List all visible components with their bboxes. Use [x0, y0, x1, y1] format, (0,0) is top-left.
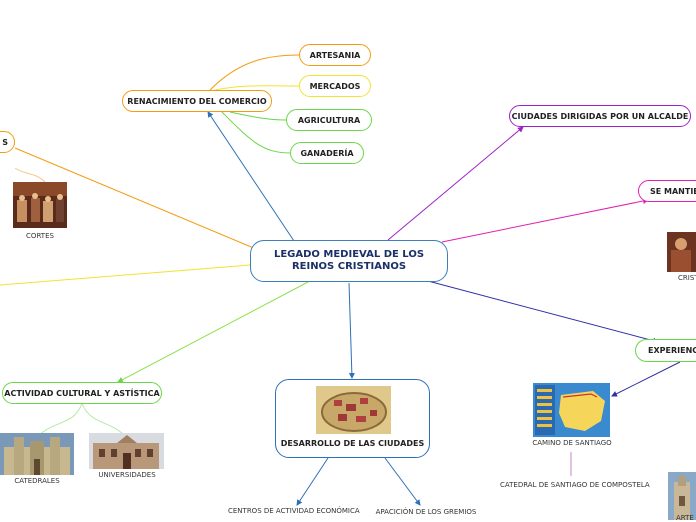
topic-ciudades-alcalde[interactable]: CIUDADES DIRIGIDAS POR UN ALCALDE	[509, 105, 691, 127]
connector-gremios	[384, 457, 421, 506]
connector-central-left-orange	[14, 147, 269, 255]
connector-cortes	[14, 167, 46, 183]
subtopic-mercados[interactable]: MERCADOS	[299, 75, 371, 97]
ciudad-medieval-image	[316, 386, 391, 434]
connector-camino	[611, 361, 681, 397]
catedral-santiago-caption: CATEDRAL DE SANTIAGO DE COMPOSTELA	[500, 481, 650, 489]
catedrales-caption: CATEDRALES	[14, 477, 60, 485]
connector-central-experiencia	[427, 280, 659, 344]
topic-actividad-cultural[interactable]: ACTIVIDAD CULTURAL Y ASTÍSTICA	[2, 382, 162, 404]
camino-santiago-map-image	[533, 383, 610, 437]
topic-se-mantiene[interactable]: SE MANTIEN	[638, 180, 696, 202]
subtopic-agricultura[interactable]: AGRICULTURA	[286, 109, 372, 131]
centros-actividad-caption: CENTROS DE ACTIVIDAD ECONÓMICA	[228, 507, 360, 515]
connector-central-actividad	[117, 281, 309, 383]
topic-ciudades-alcalde-label: CIUDADES DIRIGIDAS POR UN ALCALDE	[511, 111, 689, 121]
catedrales-image	[0, 433, 74, 475]
connector-centros	[296, 457, 329, 506]
topic-renacimiento-comercio[interactable]: RENACIMIENTO DEL COMERCIO	[122, 90, 272, 112]
subtopic-artesania[interactable]: ARTESANIA	[299, 44, 371, 66]
connector-universidades	[81, 402, 126, 437]
connector-catedrales	[37, 402, 83, 437]
connector-central-mantiene	[441, 198, 649, 243]
connector-agricultura	[229, 111, 287, 121]
topic-desarrollo-ciudades[interactable]: DESARROLLO DE LAS CIUDADES	[275, 379, 430, 458]
universidades-caption: UNIVERSIDADES	[98, 471, 156, 479]
subtopic-agricultura-label: AGRICULTURA	[297, 115, 361, 125]
connector-ganaderia	[221, 111, 291, 154]
topic-experiencia-label: EXPERIENCI	[648, 346, 696, 355]
gremios-caption: APACICIÓN DE LOS GREMIOS	[375, 508, 477, 516]
universidades-image	[89, 433, 164, 469]
topic-renacimiento-label: RENACIMIENTO DEL COMERCIO	[127, 96, 267, 106]
connector-mercados	[214, 85, 301, 91]
cristianos-caption: CRISTI	[678, 274, 696, 282]
connector-central-desarrollo	[348, 282, 355, 379]
central-topic-line2: REINOS CRISTIANOS	[291, 261, 407, 272]
connector-central-alcalde	[387, 126, 524, 241]
topic-actividad-cultural-label: ACTIVIDAD CULTURAL Y ASTÍSTICA	[4, 388, 160, 398]
connector-artesania	[209, 54, 301, 91]
connector-central-left-yellow	[0, 264, 251, 286]
topic-se-mantiene-label: SE MANTIEN	[650, 186, 696, 196]
cristianos-image	[667, 232, 696, 272]
topic-left-cutoff-label: S	[2, 137, 8, 147]
subtopic-ganaderia[interactable]: GANADERÍA	[290, 142, 364, 164]
cortes-image	[13, 182, 67, 228]
central-topic-line1: LEGADO MEDIEVAL DE LOS	[273, 249, 425, 260]
topic-experiencia[interactable]: EXPERIENCI	[635, 339, 696, 362]
arte-image	[668, 472, 696, 520]
subtopic-artesania-label: ARTESANIA	[309, 50, 361, 60]
central-topic[interactable]: LEGADO MEDIEVAL DE LOS REINOS CRISTIANOS	[250, 240, 448, 282]
cortes-caption: CORTES	[26, 232, 54, 240]
topic-desarrollo-ciudades-label: DESARROLLO DE LAS CIUDADES	[280, 439, 425, 448]
connector-central-renacimiento	[207, 111, 301, 251]
camino-santiago-caption: CAMINO DE SANTIAGO	[532, 439, 612, 447]
subtopic-ganaderia-label: GANADERÍA	[300, 148, 354, 158]
arte-caption: ARTE	[676, 514, 694, 522]
subtopic-mercados-label: MERCADOS	[309, 81, 361, 91]
